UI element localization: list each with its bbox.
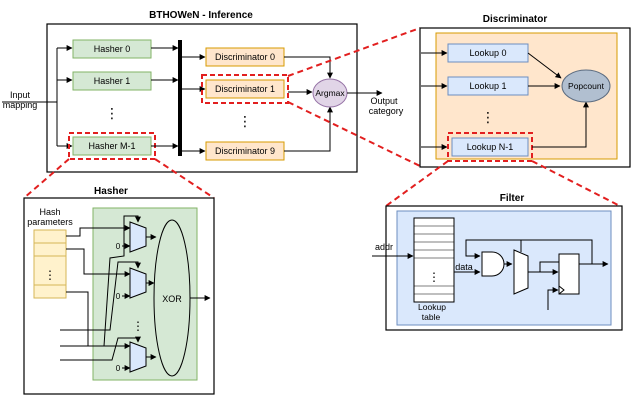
hasher-title: Hasher [94,186,128,197]
filter-mux [513,249,529,295]
mux-ellipsis: ⋮ [132,319,144,333]
lookup-0-label: Lookup 0 [469,48,506,58]
mux-2-zero: 0 [116,292,121,301]
addr-label: addr [375,242,393,252]
inference-panel: BTHOWeN - Inference Input mapping Hasher… [2,10,404,173]
hasher-panel: Hasher Hash parameters ⋮ XOR 0 0 ⋮ 0 [23,186,215,395]
xor-label: XOR [162,294,182,304]
output-register [558,253,580,295]
hash-params-label-2: parameters [27,217,73,227]
hasher-0-box [72,39,152,59]
input-label: Input [10,90,31,100]
discriminator-ellipsis: ⋮ [238,113,252,129]
discriminator-0-label: Discriminator 0 [215,52,275,62]
discriminator-title: Discriminator [483,14,548,25]
bus-bar [178,40,182,156]
table-ellipsis: ⋮ [428,270,440,284]
output-label: Output [370,96,398,106]
discriminator-panel: Discriminator Lookup 0 Lookup 1 ⋮ Lookup… [419,14,631,168]
inference-title: BTHOWeN - Inference [149,10,253,21]
output-label-2: category [369,106,404,116]
mux-1 [129,221,147,253]
filter-panel: Filter addr ⋮ Lookup table data [372,193,623,331]
lookup-n1-box [451,137,529,157]
discriminator-1-box [205,79,285,99]
table-label-2: table [422,312,441,322]
mux-2 [129,267,147,299]
hash-params-label: Hash [39,207,60,217]
discriminator-9-label: Discriminator 9 [215,146,275,156]
popcount-label: Popcount [568,81,605,91]
discriminator-1-label: Discriminator 1 [215,84,275,94]
hasher-ellipsis: ⋮ [105,105,119,121]
argmax-label: Argmax [315,88,345,98]
and-gate [481,251,505,277]
lookup-n1-label: Lookup N-1 [467,142,514,152]
input-label-2: mapping [3,100,38,110]
hash-params-table [33,229,67,299]
mux-3 [129,341,147,373]
hasher-m1-label: Hasher M-1 [88,141,135,151]
data-label: data [455,262,473,272]
lookup-ellipsis: ⋮ [481,109,495,125]
filter-title: Filter [500,193,525,204]
lookup-table [413,217,455,303]
hasher-1-label: Hasher 1 [94,76,131,86]
lookup-1-label: Lookup 1 [469,81,506,91]
hasher-1-box [72,71,152,91]
params-ellipsis: ⋮ [44,268,56,282]
table-label: Lookup [418,302,446,312]
mux-1-zero: 0 [116,242,121,251]
popcount-node [561,69,611,103]
discriminator-1-callout [201,74,289,104]
mux-3-zero: 0 [116,364,121,373]
hasher-0-label: Hasher 0 [94,44,131,54]
